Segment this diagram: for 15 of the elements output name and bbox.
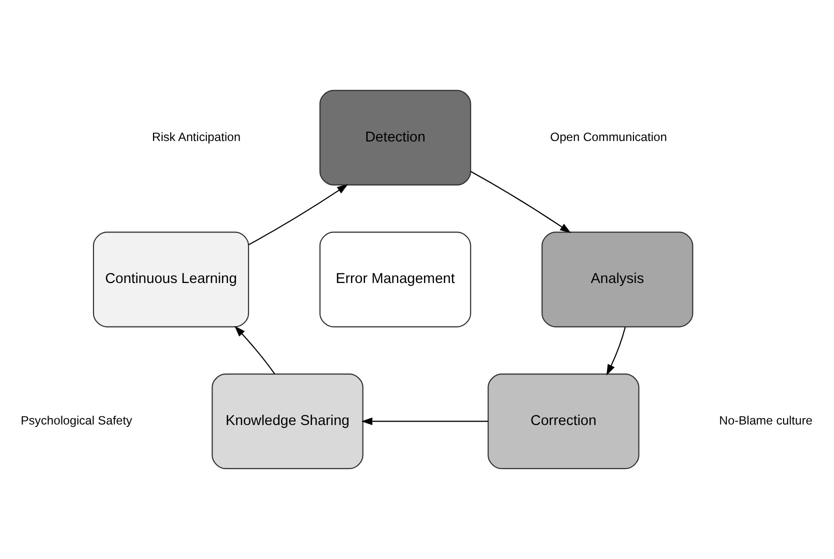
node-box: Knowledge Sharing: [212, 374, 364, 470]
label: Risk Anticipation: [152, 130, 241, 144]
node-box: Correction: [488, 374, 640, 470]
arrow: [361, 417, 488, 426]
arrow: [248, 184, 348, 246]
arrow: [606, 326, 626, 376]
arrow: [234, 326, 276, 374]
arrow: [470, 171, 571, 234]
node-box: Error Management: [319, 232, 472, 328]
node-box: Detection: [319, 90, 472, 186]
node-box: Continuous Learning: [92, 232, 250, 328]
node-box: Analysis: [542, 232, 694, 328]
label: No-Blame culture: [719, 413, 812, 428]
label: Psychological Safety: [20, 413, 132, 428]
label: Open Communication: [550, 130, 667, 144]
